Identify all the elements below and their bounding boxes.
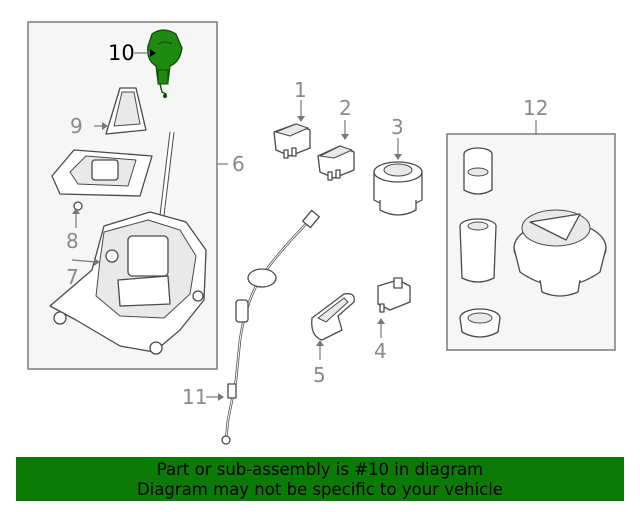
part-5-bracket [311, 293, 355, 341]
part-9-shift-boot [105, 87, 147, 135]
info-banner: Part or sub-assembly is #10 in diagram D… [16, 457, 624, 501]
part-11-shift-cable [221, 209, 320, 445]
part-7-shifter-base [49, 131, 207, 355]
leader-7 [71, 259, 97, 263]
callout-8: 8 [66, 229, 79, 253]
callout-11: 11 [182, 385, 207, 409]
part-12-power-outlet [459, 147, 607, 338]
callout-2: 2 [339, 96, 352, 120]
parts-diagram: 10 9 8 7 6 1 [27, 21, 616, 445]
callout-12: 12 [523, 96, 548, 120]
callout-6: 6 [232, 152, 245, 176]
callout-1: 1 [294, 78, 307, 102]
callout-7: 7 [66, 265, 79, 289]
banner-line-2: Diagram may not be specific to your vehi… [137, 480, 503, 499]
part-10-shift-knob[interactable] [147, 29, 183, 99]
part-2-switch [317, 145, 355, 181]
part-3-dial [373, 161, 423, 216]
callout-3: 3 [391, 115, 404, 139]
part-4-sensor [377, 277, 411, 313]
part-1-switch [273, 123, 311, 159]
callout-10: 10 [108, 41, 135, 65]
callout-5: 5 [313, 363, 326, 387]
callout-9: 9 [70, 114, 83, 138]
callout-4: 4 [374, 339, 387, 363]
banner-line-1: Part or sub-assembly is #10 in diagram [156, 460, 484, 479]
part-8-indicator-bezel [51, 149, 153, 211]
